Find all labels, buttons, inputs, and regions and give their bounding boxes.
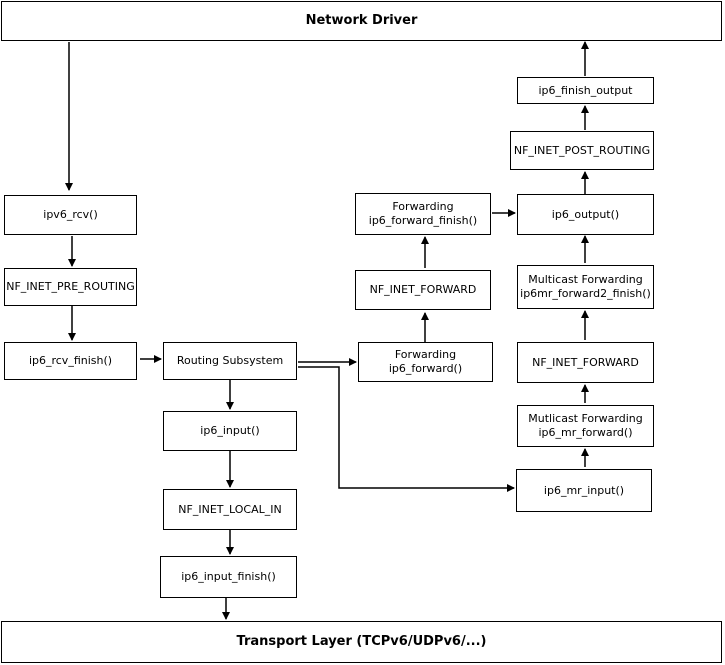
ip6-input-finish-label: ip6_input_finish()	[181, 570, 276, 583]
multicast-forward2-finish-line1: Multicast Forwarding	[528, 273, 643, 286]
nf-post-routing-box: NF_INET_POST_ROUTING	[510, 131, 654, 170]
multicast-forward-box: Mutlicast Forwarding ip6_mr_forward()	[517, 405, 654, 447]
nf-post-routing-label: NF_INET_POST_ROUTING	[513, 143, 651, 157]
ipv6-rcv-label: ipv6_rcv()	[43, 208, 98, 221]
nf-forward-left-box: NF_INET_FORWARD	[355, 270, 491, 310]
forwarding-finish-line2: ip6_forward_finish()	[368, 214, 478, 227]
forwarding-box: Forwarding ip6_forward()	[358, 342, 493, 382]
nf-pre-routing-box: NF_INET_PRE_ROUTING	[4, 268, 137, 306]
ip6-output-label: ip6_output()	[551, 207, 620, 221]
nf-local-in-label: NF_INET_LOCAL_IN	[178, 502, 282, 516]
nf-forward-left-label: NF_INET_FORWARD	[369, 283, 477, 296]
multicast-forward2-finish-line2: ip6mr_forward2_finish()	[520, 287, 651, 300]
multicast-forward-line1: Mutlicast Forwarding	[528, 412, 643, 425]
forwarding-line1: Forwarding	[394, 348, 457, 361]
routing-subsystem-label: Routing Subsystem	[176, 354, 284, 367]
ip6-finish-output-box: ip6_finish_output	[517, 77, 654, 104]
ip6-rcv-finish-box: ip6_rcv_finish()	[4, 342, 137, 380]
nf-forward-right-label: NF_INET_FORWARD	[532, 355, 639, 369]
forwarding-finish-box: Forwarding ip6_forward_finish()	[355, 193, 491, 235]
network-driver-box: Network Driver	[1, 1, 722, 41]
arrow-routing-to-mr-input	[298, 366, 515, 492]
forwarding-line2: ip6_forward()	[388, 362, 463, 375]
routing-subsystem-box: Routing Subsystem	[163, 342, 297, 380]
ip6-output-box: ip6_output()	[517, 194, 654, 235]
transport-layer-box: Transport Layer (TCPv6/UDPv6/...)	[1, 621, 722, 663]
network-driver-label: Network Driver	[305, 13, 418, 28]
ip6-input-finish-box: ip6_input_finish()	[160, 556, 297, 598]
nf-pre-routing-label: NF_INET_PRE_ROUTING	[6, 280, 135, 293]
transport-layer-label: Transport Layer (TCPv6/UDPv6/...)	[236, 634, 487, 649]
nf-local-in-box: NF_INET_LOCAL_IN	[163, 489, 297, 530]
ipv6-rcv-box: ipv6_rcv()	[4, 195, 137, 235]
nf-forward-right-box: NF_INET_FORWARD	[517, 342, 654, 383]
multicast-forward-line2: ip6_mr_forward()	[538, 426, 633, 439]
ip6-rcv-finish-label: ip6_rcv_finish()	[28, 354, 113, 367]
ip6-mr-input-label: ip6_mr_input()	[543, 483, 625, 497]
ip6-input-label: ip6_input()	[200, 424, 260, 437]
ip6-mr-input-box: ip6_mr_input()	[516, 469, 652, 512]
multicast-forward2-finish-box: Multicast Forwarding ip6mr_forward2_fini…	[517, 265, 654, 309]
ip6-input-box: ip6_input()	[163, 411, 297, 451]
forwarding-finish-line1: Forwarding	[392, 200, 454, 213]
ip6-finish-output-label: ip6_finish_output	[538, 83, 633, 97]
